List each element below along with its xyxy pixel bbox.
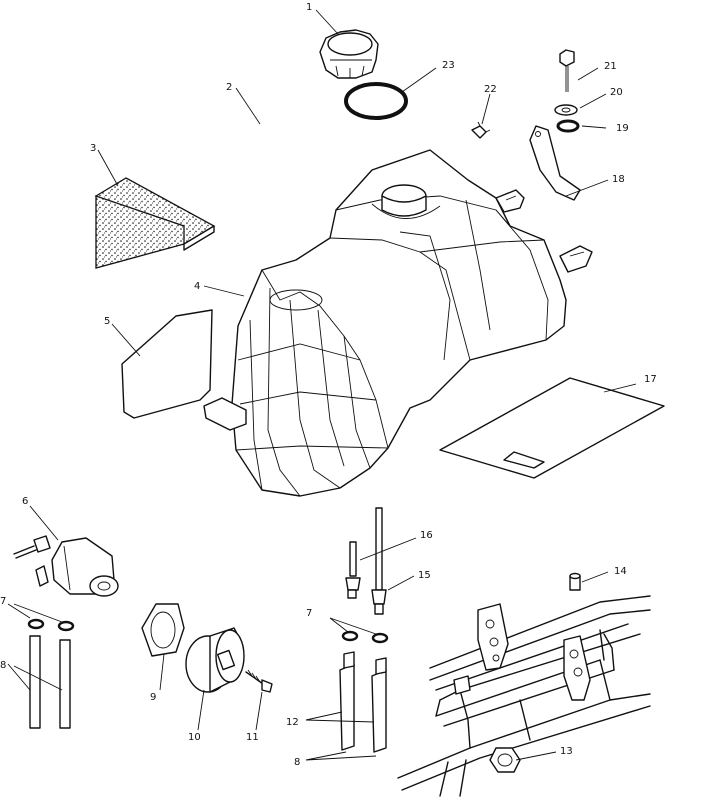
callout-16: 16 <box>420 530 433 541</box>
drain-tube-part <box>345 541 361 599</box>
hose-clamp-part <box>341 630 389 644</box>
callout-13: 13 <box>560 746 573 757</box>
callout-20: 20 <box>610 87 623 98</box>
washer-part <box>554 104 578 116</box>
fuel-valve-part <box>185 627 245 693</box>
callout-6: 6 <box>22 496 28 507</box>
callout-19: 19 <box>616 123 629 134</box>
fuel-tank-part <box>203 149 593 497</box>
callout-4: 4 <box>194 281 200 292</box>
callout-17: 17 <box>644 374 657 385</box>
vent-tube-part <box>371 507 387 615</box>
callout-3: 3 <box>90 143 96 154</box>
fuel-filter-part <box>13 535 119 597</box>
hose-part <box>339 651 387 753</box>
screw-part <box>245 669 273 693</box>
o-ring-part <box>344 82 408 120</box>
frame-clamp-part <box>489 747 521 773</box>
fuel-hose-part <box>29 635 71 729</box>
vent-hose-part <box>230 116 322 145</box>
heat-shield-part <box>94 177 216 269</box>
callout-8-center: 8 <box>294 757 300 768</box>
fitting-part <box>471 121 491 139</box>
callout-7-center: 7 <box>306 608 312 619</box>
callout-15: 15 <box>418 570 431 581</box>
vehicle-frame <box>397 595 651 797</box>
callout-22: 22 <box>484 84 497 95</box>
callout-1: 1 <box>306 2 312 13</box>
callout-10: 10 <box>188 732 201 743</box>
lock-washer-part <box>556 119 580 133</box>
fuel-valve-nut-part <box>141 603 185 657</box>
callout-21: 21 <box>604 61 617 72</box>
pad-part <box>121 309 213 419</box>
callout-8-left: 8 <box>0 660 6 671</box>
callouts: 1 2 3 4 5 6 7 8 9 10 11 12 8 7 13 14 15 … <box>0 2 657 768</box>
callout-2: 2 <box>226 82 232 93</box>
spacer-part <box>569 572 581 591</box>
callout-7-left: 7 <box>0 596 6 607</box>
callout-23: 23 <box>442 60 455 71</box>
callout-12: 12 <box>286 717 299 728</box>
callout-11: 11 <box>246 732 259 743</box>
tank-pad-part <box>439 377 665 479</box>
callout-18: 18 <box>612 174 625 185</box>
leader-lines <box>7 9 637 761</box>
fuel-cap-part <box>319 29 379 79</box>
tank-bracket-part <box>529 125 581 201</box>
callout-9: 9 <box>150 692 156 703</box>
bolt-part <box>559 49 575 92</box>
callout-14: 14 <box>614 566 627 577</box>
callout-5: 5 <box>104 316 110 327</box>
hose-clamp-part <box>27 618 75 632</box>
